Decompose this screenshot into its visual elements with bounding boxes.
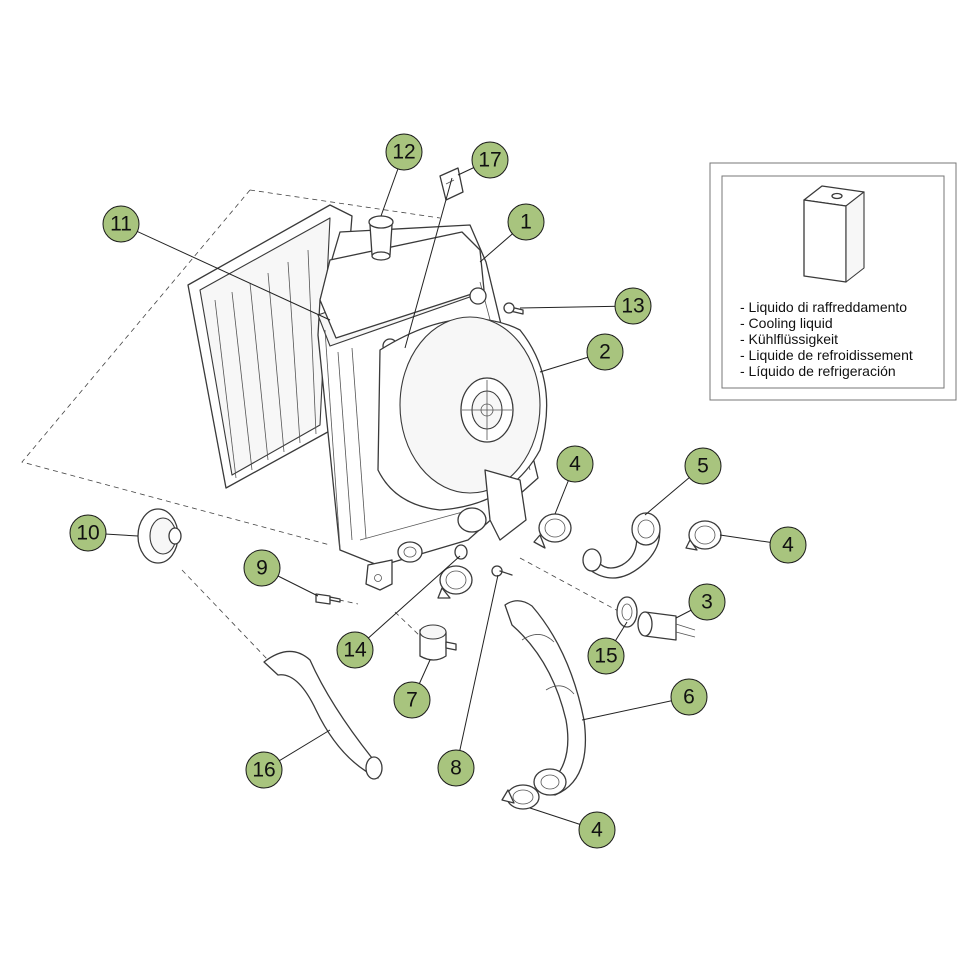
callout-1[interactable]: 1 <box>507 203 545 241</box>
callout-4c[interactable]: 4 <box>578 811 616 849</box>
callout-16[interactable]: 16 <box>245 751 283 789</box>
part-radiator-cap <box>137 508 182 564</box>
callout-12[interactable]: 12 <box>385 133 423 171</box>
coolant-container-icon <box>803 185 865 283</box>
part-washer <box>616 596 638 628</box>
svg-text:15: 15 <box>594 645 617 668</box>
svg-text:4: 4 <box>782 534 794 557</box>
svg-text:8: 8 <box>450 757 462 780</box>
legend-line-en: - Cooling liquid <box>740 315 833 331</box>
svg-text:4: 4 <box>569 453 581 476</box>
svg-text:14: 14 <box>343 639 367 662</box>
part-small-hose <box>263 650 383 780</box>
part-bolt <box>315 593 341 605</box>
callout-11[interactable]: 11 <box>102 205 140 243</box>
part-hose-clamp-c <box>437 565 473 599</box>
svg-text:2: 2 <box>599 341 611 364</box>
svg-text:17: 17 <box>478 149 501 172</box>
part-fitting <box>454 544 468 560</box>
svg-text:6: 6 <box>683 686 695 709</box>
callout-6[interactable]: 6 <box>670 678 708 716</box>
legend-line-it: - Liquido di raffreddamento <box>740 299 907 315</box>
svg-text:13: 13 <box>621 295 644 318</box>
svg-text:4: 4 <box>591 819 603 842</box>
part-shroud <box>187 204 353 489</box>
part-fan <box>377 316 548 541</box>
part-clip <box>439 167 464 201</box>
callout-13[interactable]: 13 <box>614 287 652 325</box>
svg-text:11: 11 <box>110 213 132 236</box>
callout-5[interactable]: 5 <box>684 447 722 485</box>
svg-text:7: 7 <box>406 689 418 712</box>
part-rubber-mount <box>419 624 457 661</box>
part-screw-13 <box>503 302 524 315</box>
callout-17[interactable]: 17 <box>471 141 509 179</box>
svg-text:12: 12 <box>392 141 415 164</box>
part-long-hose <box>504 600 587 796</box>
callout-7[interactable]: 7 <box>393 681 431 719</box>
callout-9[interactable]: 9 <box>243 549 281 587</box>
part-elbow-hose <box>582 512 661 579</box>
part-hose-clamp-a <box>533 513 572 549</box>
callout-15[interactable]: 15 <box>587 637 625 675</box>
legend-line-es: - Líquido de refrigeración <box>740 363 896 379</box>
callout-14[interactable]: 14 <box>336 631 374 669</box>
callout-3[interactable]: 3 <box>688 583 726 621</box>
legend-line-de: - Kühlflüssigkeit <box>740 331 838 347</box>
callout-8[interactable]: 8 <box>437 749 475 787</box>
callout-4a[interactable]: 4 <box>556 445 594 483</box>
callout-badges: 1 2 3 4 4 4 5 6 7 8 9 10 11 12 13 14 15 … <box>69 133 807 849</box>
part-screw-8 <box>491 565 513 577</box>
legend-line-fr: - Liquide de refroidissement <box>740 347 913 363</box>
svg-text:5: 5 <box>697 455 709 478</box>
part-thermoswitch <box>637 611 696 641</box>
legend-box: - Liquido di raffreddamento - Cooling li… <box>709 162 957 401</box>
part-hose-clamp-b <box>685 520 722 551</box>
svg-text:1: 1 <box>520 211 532 234</box>
svg-text:3: 3 <box>701 591 713 614</box>
svg-text:16: 16 <box>252 759 275 782</box>
part-hose-clamp-d <box>501 784 540 810</box>
callout-4b[interactable]: 4 <box>769 526 807 564</box>
callout-10[interactable]: 10 <box>69 514 107 552</box>
svg-text:9: 9 <box>256 557 268 580</box>
callout-2[interactable]: 2 <box>586 333 624 371</box>
svg-text:10: 10 <box>76 522 99 545</box>
